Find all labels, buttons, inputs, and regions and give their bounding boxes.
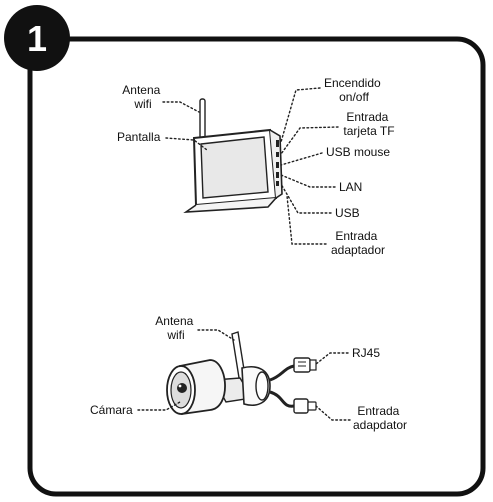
tf-card-label: Entrada tarjeta TF [343,110,394,138]
adapter-label: Entrada adaptador [331,229,385,257]
camera-lens [177,383,187,393]
step-number: 1 [27,18,47,59]
monitor-display [200,136,269,199]
camera-antenna-label: Antena wifi [155,314,196,342]
diagram-frame [27,36,486,497]
monitor-screen-label: Pantalla [117,130,161,144]
camera-label: Cámara [90,403,133,417]
usb-mouse-label: USB mouse [326,145,390,159]
camera-illustration [166,331,317,416]
usb-label: USB [335,206,360,220]
monitor-antenna-label: Antena wifi [122,83,163,111]
adapter-connector [293,398,317,414]
camera-adapter-label: Entrada adapdator [353,404,407,432]
rj45-label: RJ45 [352,346,380,360]
lan-label: LAN [339,180,362,194]
power-label: Encendido on/off [324,76,384,104]
step-badge: 1 [4,5,70,71]
rj45-connector [293,357,317,373]
monitor-stand [183,197,277,213]
monitor-antenna [199,98,206,139]
monitor-illustration [183,98,283,213]
